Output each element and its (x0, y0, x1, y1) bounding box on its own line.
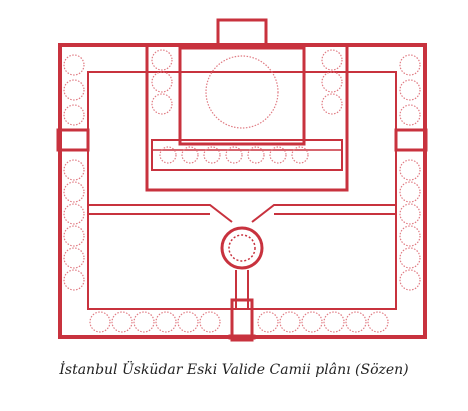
dome-cell (151, 49, 173, 71)
dome-cell (181, 146, 199, 164)
gates (56, 128, 428, 342)
dome-cell (63, 203, 85, 225)
central-fountain (220, 226, 264, 270)
figure-caption: İstanbul Üsküdar Eski Valide Camii plânı… (59, 362, 409, 378)
courtyard-paths (88, 204, 396, 309)
dome-cell (321, 49, 343, 71)
dome-cell (399, 269, 421, 291)
dome-cell (63, 225, 85, 247)
dome-cell (63, 269, 85, 291)
dome-cell (399, 54, 421, 76)
dome-cell (399, 203, 421, 225)
dome-cell (63, 54, 85, 76)
dome-cell (279, 311, 301, 333)
dome-cell (291, 146, 309, 164)
dome-cells (63, 49, 421, 333)
dome-cell (63, 79, 85, 101)
dome-cell (111, 311, 133, 333)
dome-cell (321, 93, 343, 115)
dome-cell (247, 146, 265, 164)
dome-cell (399, 79, 421, 101)
dome-cell (225, 146, 243, 164)
dome-cell (151, 71, 173, 93)
dome-cell (63, 159, 85, 181)
dome-cell (399, 181, 421, 203)
dome-cell (323, 311, 345, 333)
dome-cell (133, 311, 155, 333)
dome-cell (63, 247, 85, 269)
mosque-block (145, 18, 349, 192)
dome-cell (63, 181, 85, 203)
dome-cell (257, 311, 279, 333)
dome-cell (399, 225, 421, 247)
dome-cell (321, 71, 343, 93)
dome-cell (155, 311, 177, 333)
dome-cell (269, 146, 287, 164)
dome-cell (177, 311, 199, 333)
dome-cell (159, 146, 177, 164)
dome-cell (205, 55, 279, 129)
dome-cell (203, 146, 221, 164)
dome-cell (199, 311, 221, 333)
dome-cell (301, 311, 323, 333)
dome-cell (399, 104, 421, 126)
dome-cell (367, 311, 389, 333)
dome-cell (63, 104, 85, 126)
dome-cell (89, 311, 111, 333)
dome-cell (151, 93, 173, 115)
dome-cell (399, 159, 421, 181)
dome-cell (399, 247, 421, 269)
dome-cell (345, 311, 367, 333)
